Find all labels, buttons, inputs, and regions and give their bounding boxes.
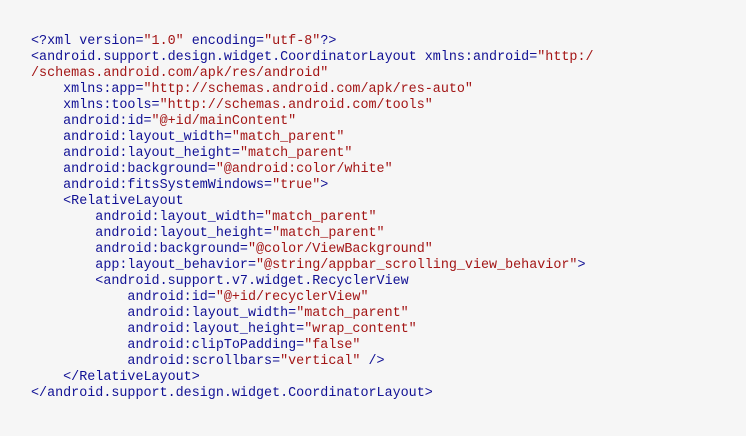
xml-string: "false" <box>304 338 361 353</box>
xml-attribute: android:background= <box>31 242 248 257</box>
xml-string: "wrap_content" <box>304 322 417 337</box>
xml-attribute: xmlns:app= <box>31 82 144 97</box>
xml-attribute: app:layout_behavior= <box>31 258 256 273</box>
code-line: android:layout_height="match_parent" <box>31 146 594 162</box>
xml-string: "@string/appbar_scrolling_view_behavior" <box>256 258 578 273</box>
xml-string: /schemas.android.com/apk/res/android" <box>31 66 329 81</box>
code-line: android:layout_width="match_parent" <box>31 306 594 322</box>
xml-string: "match_parent" <box>296 306 409 321</box>
code-line: <android.support.design.widget.Coordinat… <box>31 50 594 66</box>
code-line: android:layout_width="match_parent" <box>31 130 594 146</box>
xml-string: "vertical" <box>280 354 361 369</box>
xml-string: "@android:color/white" <box>215 162 393 177</box>
xml-tag: <android.support.v7.widget.RecyclerView <box>31 274 409 289</box>
xml-tag: <android.support.design.widget.Coordinat… <box>31 50 417 65</box>
xml-tag: /> <box>360 354 385 369</box>
xml-attribute: android:id= <box>31 290 216 305</box>
xml-string: "1.0" <box>143 34 184 49</box>
xml-punctuation: encoding= <box>183 34 265 49</box>
code-line: android:background="@android:color/white… <box>31 162 594 178</box>
xml-string: "utf-8" <box>264 34 321 49</box>
xml-attribute: android:scrollbars= <box>31 354 281 369</box>
xml-string: "@color/ViewBackground" <box>247 242 433 257</box>
xml-string: "@+id/mainContent" <box>151 114 297 129</box>
code-line: app:layout_behavior="@string/appbar_scro… <box>31 258 594 274</box>
xml-attribute: android:layout_width= <box>31 210 265 225</box>
xml-string: "@+id/recyclerView" <box>215 290 369 305</box>
xml-string: "match_parent" <box>272 226 385 241</box>
xml-string: "http:/ <box>537 50 594 65</box>
xml-attribute: android:clipToPadding= <box>31 338 305 353</box>
code-line: android:scrollbars="vertical" /> <box>31 354 594 370</box>
code-line: <RelativeLayout <box>31 194 594 210</box>
code-line: android:clipToPadding="false" <box>31 338 594 354</box>
xml-tag: > <box>577 258 586 273</box>
xml-string: "match_parent" <box>239 146 353 161</box>
xml-attribute: android:layout_width= <box>31 306 297 321</box>
code-line: android:fitsSystemWindows="true"> <box>31 178 594 194</box>
code-line: android:background="@color/ViewBackgroun… <box>31 242 594 258</box>
code-block: <?xml version="1.0" encoding="utf-8"?><a… <box>31 34 594 402</box>
code-line: <?xml version="1.0" encoding="utf-8"?> <box>31 34 594 50</box>
xml-attribute: android:id= <box>31 114 152 129</box>
xml-attribute: android:fitsSystemWindows= <box>31 178 273 193</box>
code-line: android:id="@+id/mainContent" <box>31 114 594 130</box>
code-line: </RelativeLayout> <box>31 370 594 386</box>
xml-string: "true" <box>272 178 321 193</box>
xml-attribute: xmlns:android= <box>416 50 538 65</box>
xml-tag: <RelativeLayout <box>31 194 184 209</box>
code-line: android:layout_height="wrap_content" <box>31 322 594 338</box>
xml-attribute: xmlns:tools= <box>31 98 160 113</box>
xml-attribute: android:layout_height= <box>31 322 305 337</box>
xml-string: "match_parent" <box>231 130 345 145</box>
code-line: /schemas.android.com/apk/res/android" <box>31 66 594 82</box>
xml-tag: ?> <box>320 34 337 49</box>
xml-tag: <?xml <box>31 34 72 49</box>
code-line: android:layout_height="match_parent" <box>31 226 594 242</box>
code-line: android:id="@+id/recyclerView" <box>31 290 594 306</box>
xml-tag: </RelativeLayout> <box>31 370 200 385</box>
xml-string: "http://schemas.android.com/apk/res-auto… <box>143 82 473 97</box>
xml-attribute: android:layout_height= <box>31 226 273 241</box>
code-line: <android.support.v7.widget.RecyclerView <box>31 274 594 290</box>
xml-tag: </android.support.design.widget.Coordina… <box>31 386 433 401</box>
xml-attribute: android:layout_height= <box>31 146 240 161</box>
xml-string: "match_parent" <box>264 210 377 225</box>
code-line: android:layout_width="match_parent" <box>31 210 594 226</box>
xml-string: "http://schemas.android.com/tools" <box>159 98 433 113</box>
xml-punctuation: version= <box>71 34 144 49</box>
code-line: xmlns:app="http://schemas.android.com/ap… <box>31 82 594 98</box>
xml-attribute: android:background= <box>31 162 216 177</box>
code-line: xmlns:tools="http://schemas.android.com/… <box>31 98 594 114</box>
xml-attribute: android:layout_width= <box>31 130 232 145</box>
xml-tag: > <box>320 178 329 193</box>
code-line: </android.support.design.widget.Coordina… <box>31 386 594 402</box>
